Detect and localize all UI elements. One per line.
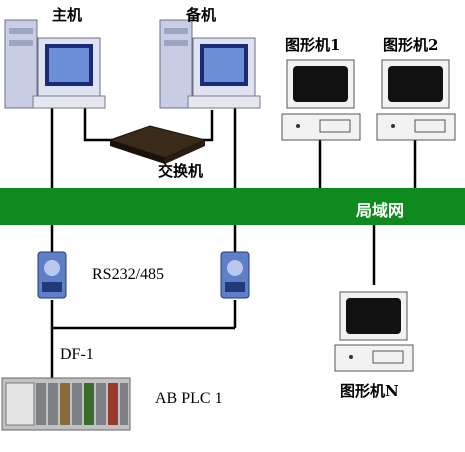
switch-icon	[108, 125, 207, 164]
graphicN-terminal-icon	[334, 291, 414, 372]
plc-label: AB PLC 1	[155, 390, 223, 407]
lan-band	[0, 188, 465, 225]
backup-converter-icon	[220, 251, 250, 299]
lan-label: 局域网	[356, 201, 405, 220]
backup-label: 备机	[186, 6, 217, 24]
host-converter-icon	[37, 251, 67, 299]
backup-switch-link	[190, 110, 214, 142]
host-label: 主机	[52, 6, 83, 24]
graphic1-label: 图形机1	[285, 36, 341, 54]
graphicN-label: 图形机N	[340, 382, 399, 400]
converter-label: RS232/485	[92, 266, 165, 283]
wiring	[50, 108, 417, 378]
graphic2-terminal-icon	[376, 59, 456, 141]
host-switch-link	[83, 108, 120, 142]
backup-computer-icon	[159, 19, 261, 109]
switch-label: 交换机	[158, 162, 204, 180]
host-computer-icon	[4, 19, 106, 109]
fieldbus-label: DF-1	[60, 346, 94, 363]
graphic1-terminal-icon	[281, 59, 361, 141]
graphic2-label: 图形机2	[383, 36, 439, 54]
plc-rack-icon	[1, 377, 131, 431]
